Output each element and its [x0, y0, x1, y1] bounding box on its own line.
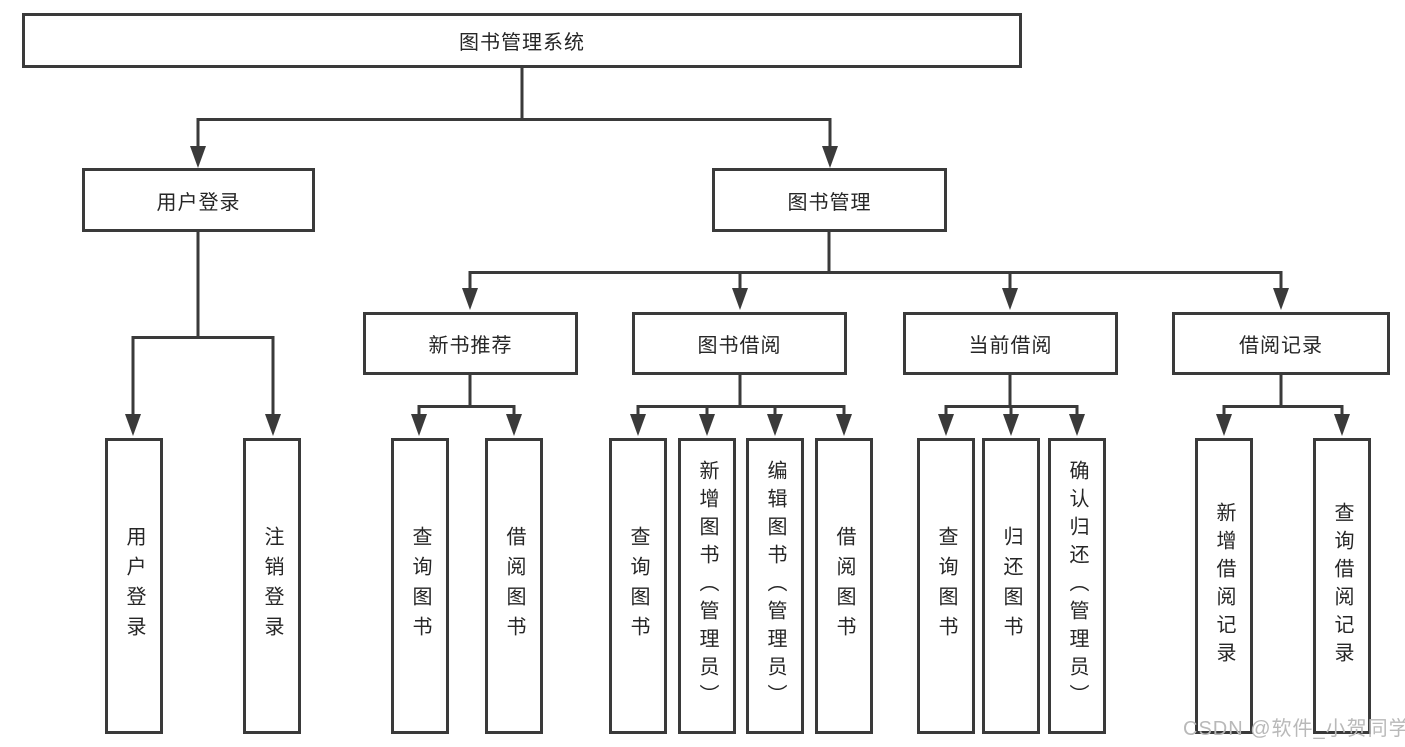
node-borrow-records: 借阅记录 [1172, 312, 1390, 375]
leaf-label: 注销登录 [261, 526, 283, 646]
leaf-label: 新增图书（管理员） [696, 460, 718, 712]
arrowhead-icon [630, 414, 646, 436]
arrowhead-icon [822, 146, 838, 168]
leaf-query-book-3: 查询图书 [917, 438, 975, 734]
leaf-user-login: 用户登录 [105, 438, 163, 734]
node-new-book-recommend: 新书推荐 [363, 312, 578, 375]
node-book-management-branch: 图书管理 [712, 168, 947, 232]
arrowhead-icon [1273, 288, 1289, 310]
leaf-query-book-1: 查询图书 [391, 438, 449, 734]
node-root-system: 图书管理系统 [22, 13, 1022, 68]
leaf-add-borrow-record: 新增借阅记录 [1195, 438, 1253, 734]
leaf-label: 查询图书 [409, 526, 431, 646]
connector-level3-shafts [468, 271, 1283, 293]
leaf-borrow-book-2: 借阅图书 [815, 438, 873, 734]
arrowhead-icon [190, 146, 206, 168]
leaf-add-book-admin: 新增图书（管理员） [678, 438, 736, 734]
connector-paths [131, 66, 1344, 419]
arrowhead-icon [1003, 414, 1019, 436]
node-label: 图书借阅 [697, 335, 782, 357]
leaf-label: 确认归还（管理员） [1066, 460, 1088, 712]
arrowhead-icon [938, 414, 954, 436]
arrowhead-icon [1216, 414, 1232, 436]
connector-userlogin-shafts [131, 336, 275, 419]
arrowhead-icon [506, 414, 522, 436]
node-label: 当前借阅 [968, 335, 1053, 357]
node-user-login-branch: 用户登录 [82, 168, 315, 232]
leaf-logout: 注销登录 [243, 438, 301, 734]
leaf-label: 用户登录 [123, 526, 145, 646]
csdn-watermark: CSDN @软件_小贺同学 [1183, 718, 1405, 740]
node-label: 图书管理系统 [459, 32, 585, 54]
arrowhead-icon [699, 414, 715, 436]
leaf-confirm-return-admin: 确认归还（管理员） [1048, 438, 1106, 734]
arrowhead-icon [732, 288, 748, 310]
arrowhead-icon [462, 288, 478, 310]
connector-group2-shafts [636, 405, 846, 419]
leaf-borrow-book-1: 借阅图书 [485, 438, 543, 734]
arrowhead-icon [125, 414, 141, 436]
leaf-label: 归还图书 [1000, 526, 1022, 646]
arrowhead-icon [265, 414, 281, 436]
node-label: 借阅记录 [1239, 335, 1323, 357]
leaf-label: 新增借阅记录 [1213, 502, 1235, 670]
leaf-edit-book-admin: 编辑图书（管理员） [746, 438, 804, 734]
connector-arrow-shaft [196, 118, 832, 150]
arrowhead-icon [836, 414, 852, 436]
arrowheads [125, 146, 1350, 436]
leaf-label: 借阅图书 [833, 526, 855, 646]
leaf-label: 查询图书 [935, 526, 957, 646]
leaf-query-book-2: 查询图书 [609, 438, 667, 734]
arrowhead-icon [1334, 414, 1350, 436]
leaf-label: 查询图书 [627, 526, 649, 646]
node-label: 新书推荐 [428, 335, 513, 357]
node-label: 图书管理 [787, 191, 872, 214]
arrowhead-icon [1069, 414, 1085, 436]
arrowhead-icon [411, 414, 427, 436]
arrowhead-icon [1002, 288, 1018, 310]
node-current-borrow: 当前借阅 [903, 312, 1118, 375]
node-label: 用户登录 [156, 191, 241, 214]
leaf-label: 编辑图书（管理员） [764, 460, 786, 712]
node-book-borrow: 图书借阅 [632, 312, 847, 375]
leaf-query-borrow-record: 查询借阅记录 [1313, 438, 1371, 734]
leaf-label: 借阅图书 [503, 526, 525, 646]
leaf-return-book: 归还图书 [982, 438, 1040, 734]
leaf-label: 查询借阅记录 [1331, 502, 1353, 670]
arrowhead-icon [767, 414, 783, 436]
